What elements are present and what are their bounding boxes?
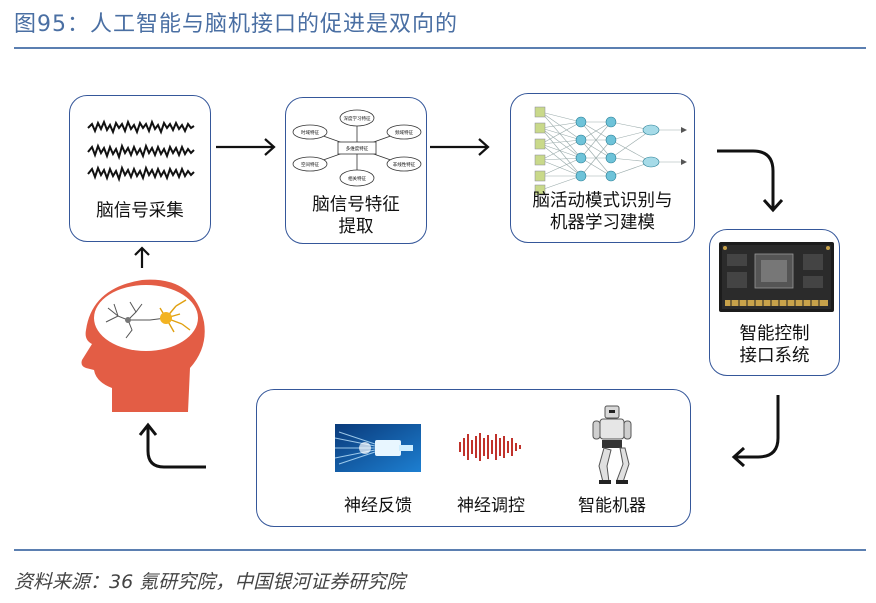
arrow-up-head: [134, 246, 150, 268]
step-label-4a: 智能控制: [739, 324, 810, 344]
arrow-right-2: [430, 138, 490, 156]
step-label-1: 脑信号采集: [96, 201, 184, 221]
step-label-4b: 接口系统: [739, 346, 810, 366]
step-label-3a: 脑活动模式识别与: [532, 191, 673, 211]
step-box-signal-acquisition: 脑信号采集: [69, 95, 211, 242]
feature-center: 多维度特征: [346, 145, 369, 152]
output-label-neural-feedback: 神经反馈: [344, 496, 412, 516]
feature-mind-map-icon: 深度学习特征 时域特征 频域特征 空间特征 非线性特征 相关特征 多维度特征: [292, 109, 422, 187]
neural-modulation-wave-icon: [459, 433, 521, 461]
outputs-box: 神经反馈 神经调控 智能机器: [256, 389, 691, 527]
footer-divider: [14, 549, 866, 551]
robot-icon: [592, 405, 632, 484]
output-label-intelligent-machine: 智能机器: [578, 496, 646, 516]
feature-node-3: 空间特征: [301, 161, 319, 168]
arrow-curve-up: [138, 422, 206, 469]
title-divider: [14, 47, 866, 49]
chip-board-icon: [719, 242, 834, 312]
arrow-curve-down-2: [731, 395, 780, 468]
feature-node-4: 深度学习特征: [344, 115, 371, 122]
neural-feedback-image-icon: [334, 424, 421, 472]
arrow-right-1: [216, 138, 276, 156]
step-box-machine-learning: 脑活动模式识别与 机器学习建模: [510, 93, 695, 243]
step-box-control-interface: 智能控制 接口系统: [709, 229, 840, 376]
step-box-feature-extraction: 深度学习特征 时域特征 频域特征 空间特征 非线性特征 相关特征 多维度特征 脑…: [285, 97, 427, 244]
feature-node-6: 相关特征: [348, 175, 366, 182]
page-title: 图95：人工智能与脑机接口的促进是双向的: [14, 12, 458, 37]
arrow-curve-down-1: [717, 149, 784, 213]
human-head-icon: [81, 279, 205, 412]
step-label-2a: 脑信号特征: [312, 195, 400, 215]
feature-node-2: 频域特征: [395, 129, 413, 136]
output-label-neural-modulation: 神经调控: [457, 496, 525, 516]
feature-node-1: 时域特征: [301, 129, 319, 136]
neural-network-icon: [534, 106, 687, 196]
step-label-3b: 机器学习建模: [550, 213, 655, 233]
step-label-2b: 提取: [338, 217, 374, 237]
eeg-waves-icon: [87, 119, 195, 183]
source-note: 资料来源：36 氪研究院，中国银河证券研究院: [14, 571, 406, 593]
feature-node-5: 非线性特征: [393, 161, 416, 168]
